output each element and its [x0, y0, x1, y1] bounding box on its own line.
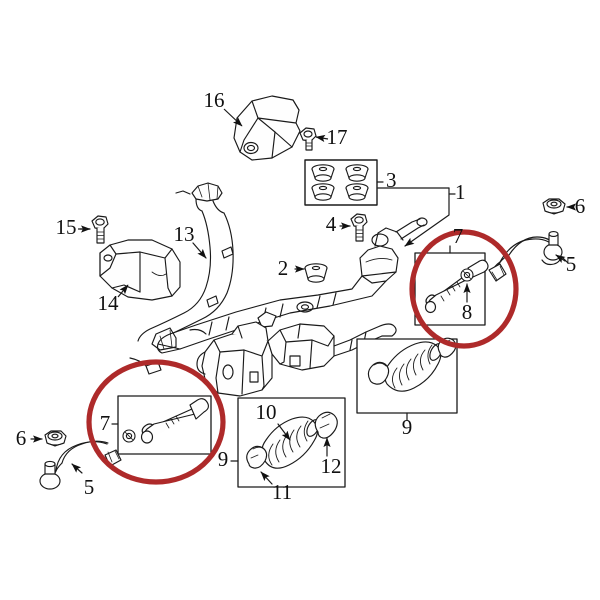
callout-10: 10	[256, 400, 277, 424]
part-inner-tie-rod-box-right	[414, 245, 489, 326]
callout-7-left: 7	[100, 411, 111, 435]
leader-1	[377, 187, 456, 247]
callout-12: 12	[321, 454, 342, 478]
callout-3: 3	[386, 168, 397, 192]
part-steering-gear-assembly	[156, 217, 428, 397]
leader-16	[78, 108, 329, 298]
callout-13: 13	[174, 222, 195, 246]
callout-11: 11	[272, 480, 292, 504]
part-mounting-bolt	[339, 213, 368, 242]
callout-4: 4	[326, 212, 337, 236]
callout-2: 2	[278, 256, 289, 280]
callout-labels: 1 2 3 4 5 6 7 8 9 10 11 12 13 14 15 16 1…	[16, 88, 586, 504]
callout-16: 16	[204, 88, 225, 112]
part-castle-nut-left	[30, 430, 67, 447]
callout-17: 17	[327, 125, 348, 149]
callout-14: 14	[98, 291, 120, 315]
part-castle-nut-right	[542, 198, 576, 215]
part-control-module-cover	[233, 95, 301, 161]
part-wiring-harness	[129, 182, 234, 375]
callout-9-left: 9	[218, 447, 229, 471]
part-outer-tie-rod-right	[488, 231, 569, 282]
callout-6: 6	[575, 194, 586, 218]
part-outer-tie-rod-left	[39, 440, 122, 490]
part-boot-kit-box-right	[356, 337, 458, 421]
callout-5: 5	[566, 252, 577, 276]
callout-5-left: 5	[84, 475, 95, 499]
part-bushing-kit-box	[304, 159, 384, 206]
callout-9: 9	[402, 415, 413, 439]
callout-15: 15	[56, 215, 77, 239]
part-mount-bushing	[294, 263, 328, 283]
part-cover-bolt	[299, 127, 317, 151]
inner-tie-rod-left-highlight	[86, 359, 226, 485]
callout-6-left: 6	[16, 426, 27, 450]
inner-tie-rod-right-highlight	[409, 229, 519, 349]
callout-7: 7	[453, 224, 464, 248]
part-inner-tie-rod-box-left	[111, 395, 212, 455]
callout-1: 1	[455, 180, 466, 204]
part-boot-kit-box-left	[230, 397, 346, 488]
callout-8: 8	[462, 300, 473, 324]
